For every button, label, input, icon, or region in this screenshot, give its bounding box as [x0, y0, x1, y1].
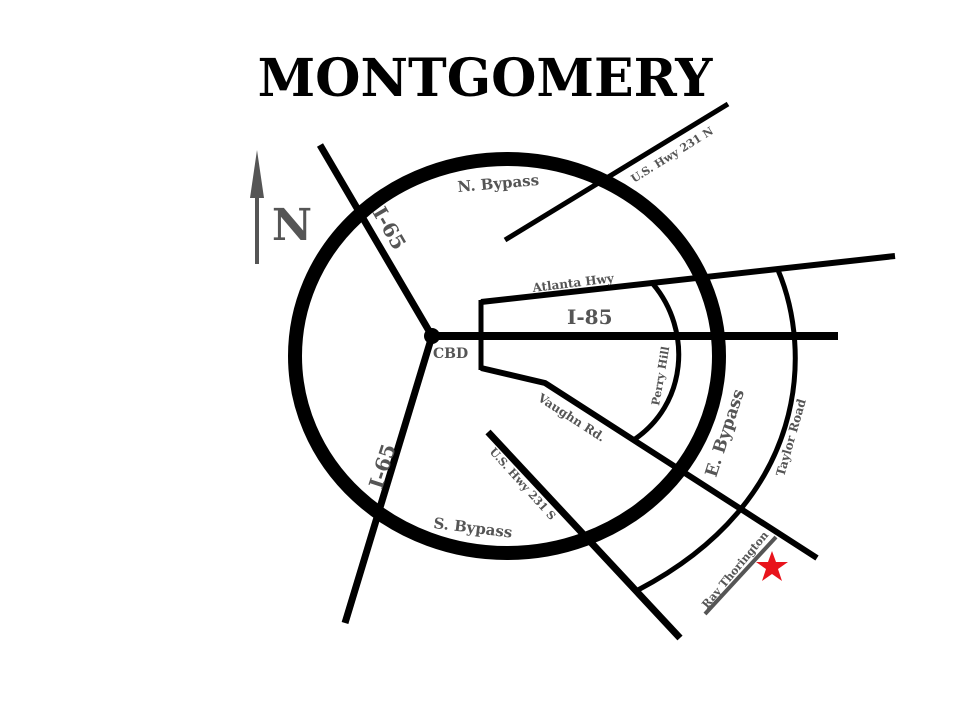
label-i65-north: I-65 [368, 203, 412, 254]
label-i85: I-85 [567, 305, 613, 329]
label-us231-south: U.S. Hwy 231 S [487, 445, 559, 522]
road-us231-south [485, 429, 683, 641]
road-taylor-road [636, 269, 798, 593]
north-arrow-icon [250, 150, 264, 264]
road-atlanta-hwy [480, 253, 896, 305]
label-cbd: CBD [433, 346, 468, 362]
star-icon [756, 551, 788, 581]
road-i65-north [316, 143, 436, 338]
bypass-loop [288, 152, 726, 560]
road-vaughn-rd [480, 365, 819, 561]
label-n-bypass: N. Bypass [457, 171, 540, 196]
road-i65-south [341, 334, 436, 625]
map-title: MONTGOMERY [258, 48, 714, 109]
label-taylor-road: Taylor Road [773, 397, 809, 478]
road-perry-hill [630, 282, 682, 444]
road-ray-thorington [703, 535, 778, 616]
cbd-dot [424, 328, 440, 344]
road-us231-north [503, 101, 730, 243]
north-label: N [272, 200, 312, 251]
